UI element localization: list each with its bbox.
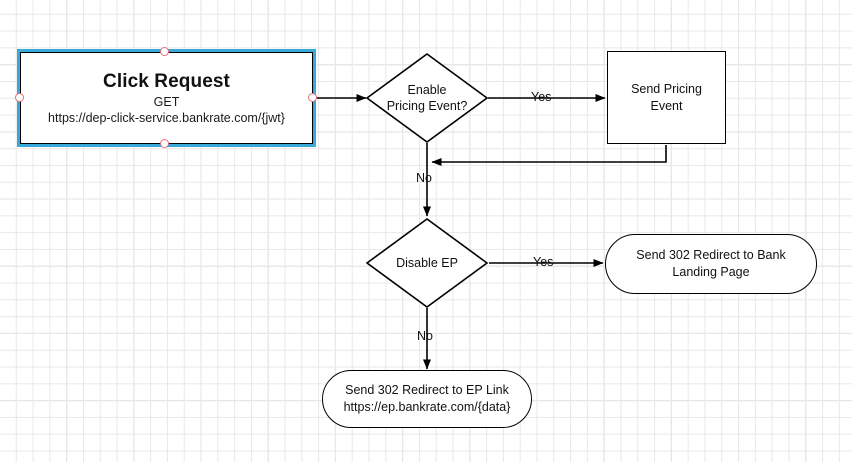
node-enable-pricing-event[interactable]: Enable Pricing Event? (366, 53, 488, 143)
node-enable-pricing-event-line1: Enable (407, 83, 447, 97)
edge-pricing-loopback (431, 145, 667, 166)
node-enable-pricing-event-line2: Pricing Event? (386, 99, 468, 113)
node-bank-landing-page[interactable]: Send 302 Redirect to Bank Landing Page (605, 234, 817, 294)
node-disable-ep-label: Disable EP (366, 218, 488, 308)
diamond-shape (366, 53, 488, 143)
diamond-shape (366, 218, 488, 308)
selection-handle-right[interactable] (308, 93, 317, 102)
selection-handle-left[interactable] (15, 93, 24, 102)
node-click-request-url: https://dep-click-service.bankrate.com/{… (48, 110, 285, 125)
node-ep-link-line1: Send 302 Redirect to EP Link (345, 383, 509, 397)
edge-label-disable-no: No (417, 329, 433, 343)
node-enable-pricing-event-label: Enable Pricing Event? (366, 53, 488, 143)
node-bank-landing-page-line1: Send 302 Redirect to Bank (636, 248, 786, 262)
selection-handle-top[interactable] (160, 47, 169, 56)
edge-label-disable-yes: Yes (533, 255, 554, 269)
node-bank-landing-page-line2: Landing Page (672, 265, 750, 279)
edge-label-enable-no: No (416, 171, 432, 185)
node-ep-link[interactable]: Send 302 Redirect to EP Link https://ep.… (322, 370, 532, 428)
node-click-request[interactable]: Click Request GET https://dep-click-serv… (17, 49, 316, 147)
node-click-request-method: GET (153, 94, 180, 109)
node-send-pricing-event-line1: Send Pricing (631, 81, 702, 96)
selection-handle-bottom[interactable] (160, 139, 169, 148)
node-ep-link-line2: https://ep.bankrate.com/{data} (343, 400, 511, 414)
node-click-request-title: Click Request (103, 70, 230, 92)
node-send-pricing-event[interactable]: Send Pricing Event (607, 51, 726, 144)
node-disable-ep-line1: Disable EP (396, 256, 458, 270)
node-disable-ep[interactable]: Disable EP (366, 218, 488, 308)
edge-label-enable-yes: Yes (531, 90, 552, 104)
node-send-pricing-event-line2: Event (650, 98, 683, 113)
